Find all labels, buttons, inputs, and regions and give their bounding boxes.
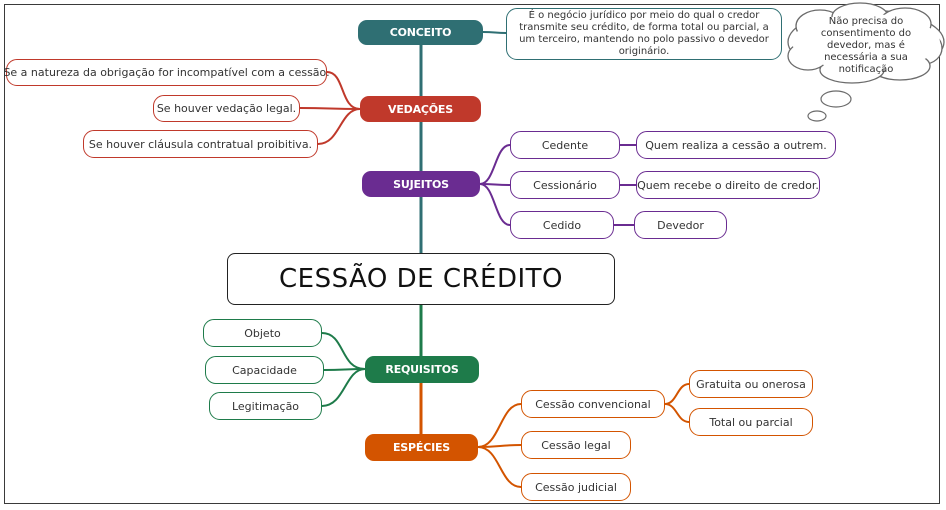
diagram-frame	[4, 4, 940, 504]
hub-requisitos: REQUISITOS	[365, 356, 479, 383]
link-vedacao-1	[326, 71, 361, 110]
hub-conceito: CONCEITO	[358, 20, 483, 45]
requisito-legitimacao: Legitimação	[209, 392, 322, 420]
vedacao-item-1: Se a natureza da obrigação for incompatí…	[3, 59, 330, 86]
link-especie-3	[477, 446, 522, 488]
requisito-capacidade: Capacidade	[205, 356, 324, 384]
cloud-bubble-large	[820, 90, 852, 108]
convencional-total-parcial: Total ou parcial	[689, 408, 813, 436]
link-especie-1	[477, 403, 522, 448]
hub-vedacoes: VEDAÇÕES	[360, 96, 481, 122]
link-conceito-definicao	[482, 31, 507, 34]
link-sujeito-1	[479, 144, 511, 185]
especie-legal: Cessão legal	[521, 431, 631, 459]
link-conv-sub-2	[664, 403, 690, 423]
convencional-gratuita-onerosa: Gratuita ou onerosa	[689, 370, 813, 398]
sujeito-cessionario-desc: Quem recebe o direito de credor.	[636, 171, 820, 199]
vedacao-item-3: Se houver cláusula contratual proibitiva…	[83, 130, 318, 158]
sujeito-cedente-desc: Quem realiza a cessão a outrem.	[636, 131, 836, 159]
sujeito-cedido: Cedido	[510, 211, 614, 239]
vedacao-item-2: Se houver vedação legal.	[153, 95, 300, 122]
especie-judicial: Cessão judicial	[521, 473, 631, 501]
especie-convencional: Cessão convencional	[521, 390, 665, 418]
cloud-bubble-small	[807, 110, 827, 122]
requisito-objeto: Objeto	[203, 319, 322, 347]
link-requisito-1	[321, 332, 366, 370]
link-vedacao-3	[317, 108, 361, 145]
sujeito-cessionario: Cessionário	[510, 171, 620, 199]
link-sujeito-3	[479, 183, 511, 226]
hub-sujeitos: SUJEITOS	[362, 171, 480, 197]
conceito-nota: Não precisa do consentimento do devedor,…	[820, 16, 912, 75]
central-title: CESSÃO DE CRÉDITO	[227, 253, 615, 305]
conceito-definicao: É o negócio jurídico por meio do qual o …	[506, 8, 782, 60]
sujeito-cedido-desc: Devedor	[634, 211, 727, 239]
link-vedacao-2	[299, 107, 361, 110]
link-requisito-3	[321, 368, 366, 407]
hub-especies: ESPÉCIES	[365, 434, 478, 461]
sujeito-cedente: Cedente	[510, 131, 620, 159]
